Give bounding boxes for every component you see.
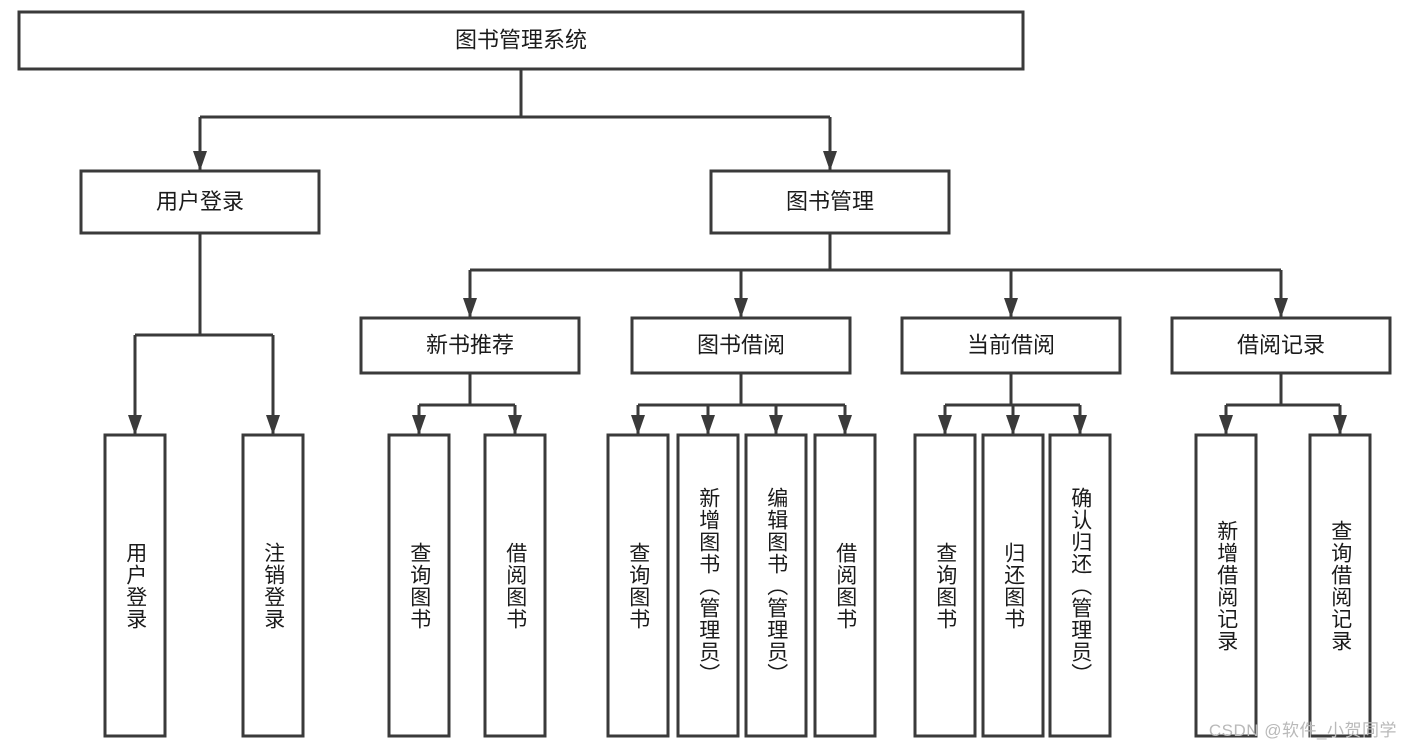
edges-layer <box>128 69 1347 435</box>
node-box-leaf-add-record[interactable] <box>1194 433 1258 738</box>
arrow-head-icon <box>1219 415 1233 435</box>
node-box-leaf-logout[interactable] <box>241 433 305 738</box>
node-box-leaf-user-login[interactable] <box>103 433 167 738</box>
node-label-root: 图书管理系统 <box>455 27 587 52</box>
arrow-head-icon <box>938 415 952 435</box>
arrow-head-icon <box>1073 415 1087 435</box>
node-box-leaf-add-book[interactable] <box>676 433 740 738</box>
arrow-head-icon <box>266 415 280 435</box>
node-box-new-book-rec[interactable] <box>359 316 581 375</box>
node-label-user-login: 用户登录 <box>156 189 244 214</box>
arrow-head-icon <box>1274 298 1288 318</box>
node-box-leaf-query-book-2[interactable] <box>606 433 670 738</box>
node-box-leaf-edit-book[interactable] <box>744 433 808 738</box>
node-box-leaf-query-book-1[interactable] <box>387 433 451 738</box>
node-label-book-borrow: 图书借阅 <box>697 332 785 357</box>
arrow-head-icon <box>412 415 426 435</box>
arrow-head-icon <box>1004 298 1018 318</box>
node-box-leaf-query-record[interactable] <box>1308 433 1372 738</box>
node-box-book-manage[interactable] <box>709 169 951 235</box>
arrow-head-icon <box>508 415 522 435</box>
node-box-leaf-query-book-3[interactable] <box>913 433 977 738</box>
node-box-leaf-borrow-book-1[interactable] <box>483 433 547 738</box>
arrow-head-icon <box>463 298 477 318</box>
arrow-head-icon <box>193 151 207 171</box>
arrow-head-icon <box>701 415 715 435</box>
node-box-book-borrow[interactable] <box>630 316 852 375</box>
node-box-root[interactable] <box>17 10 1025 71</box>
arrow-head-icon <box>838 415 852 435</box>
arrow-head-icon <box>631 415 645 435</box>
node-label-book-manage: 图书管理 <box>786 189 874 214</box>
node-box-leaf-return-book[interactable] <box>981 433 1045 738</box>
node-label-new-book-rec: 新书推荐 <box>426 332 514 357</box>
node-label-current-borrow: 当前借阅 <box>967 332 1055 357</box>
watermark: CSDN @软件_小贺同学 <box>1208 721 1397 740</box>
arrow-head-icon <box>734 298 748 318</box>
node-box-current-borrow[interactable] <box>900 316 1122 375</box>
node-label-borrow-record: 借阅记录 <box>1237 332 1325 357</box>
arrow-head-icon <box>823 151 837 171</box>
arrow-head-icon <box>1006 415 1020 435</box>
node-box-leaf-borrow-book-2[interactable] <box>813 433 877 738</box>
arrow-head-icon <box>769 415 783 435</box>
node-box-borrow-record[interactable] <box>1170 316 1392 375</box>
arrow-head-icon <box>128 415 142 435</box>
node-box-user-login[interactable] <box>79 169 321 235</box>
node-box-leaf-confirm-return[interactable] <box>1048 433 1112 738</box>
arrow-head-icon <box>1333 415 1347 435</box>
